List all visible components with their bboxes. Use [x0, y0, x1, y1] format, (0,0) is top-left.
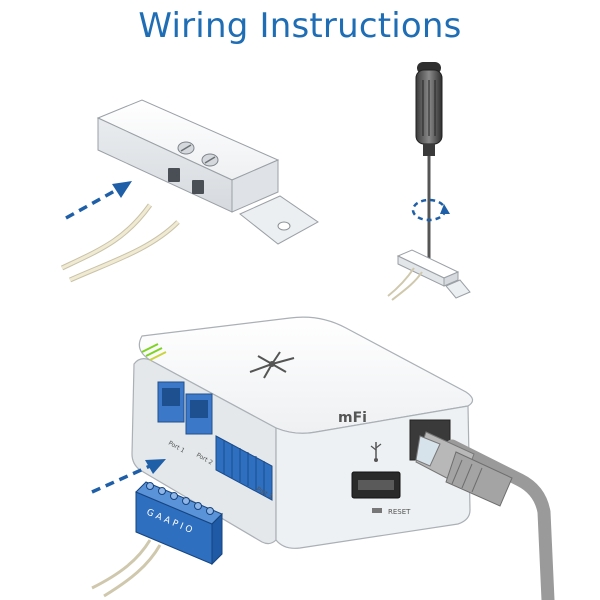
insert-plug-arrow: [91, 459, 166, 494]
rj45-ports: [157, 381, 213, 435]
ethernet-cable: [415, 431, 555, 600]
page-title: Wiring Instructions: [138, 6, 462, 46]
screwdriver-illustration: [387, 62, 471, 301]
usb-icon: [370, 442, 382, 462]
reset-label: RESET: [388, 508, 411, 516]
screw-icon: [146, 482, 214, 515]
status-led-icon: [141, 343, 167, 361]
screw-icon: [177, 141, 219, 167]
sensor-terminal-illustration: [60, 99, 319, 283]
mfi-logo: mFi: [338, 410, 367, 426]
ubiquiti-logo-icon: [249, 351, 295, 379]
usb-port[interactable]: [351, 471, 401, 499]
insert-wire-arrow: [65, 181, 132, 220]
rotate-arrow-icon: [411, 198, 450, 222]
reset-button[interactable]: [372, 508, 382, 513]
terminal-socket: [215, 435, 273, 501]
terminal-plug: G A A P I O: [91, 481, 223, 598]
